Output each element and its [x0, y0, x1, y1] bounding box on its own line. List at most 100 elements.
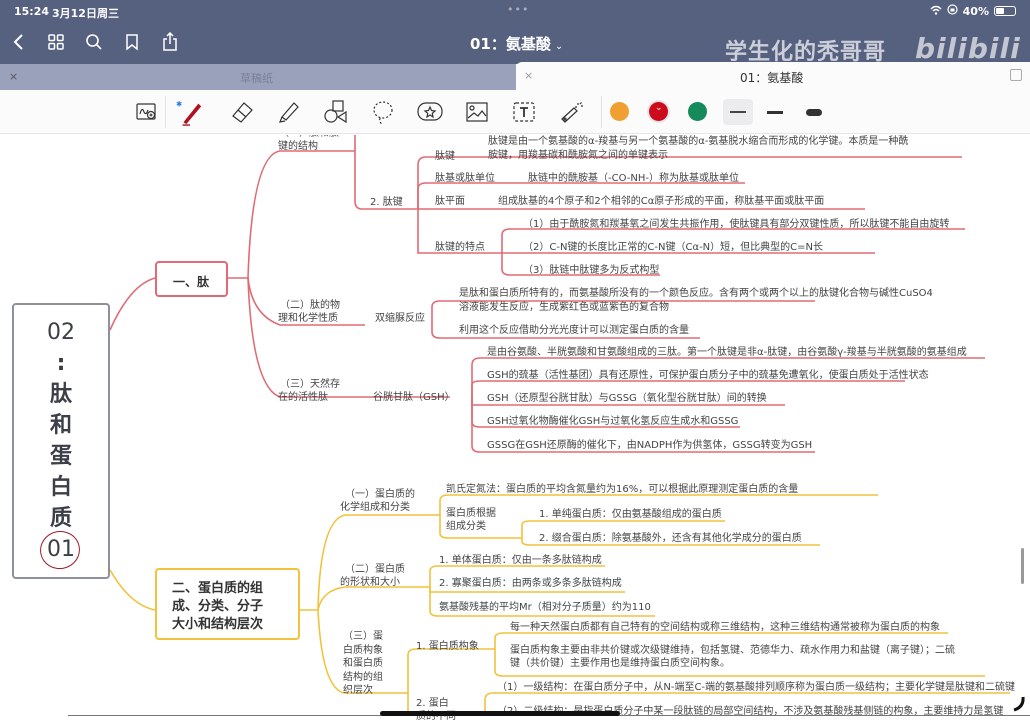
status-date: 3月12日周三: [52, 7, 119, 20]
root-char: 肽: [49, 382, 72, 407]
node-label-line: 结构的组: [343, 671, 383, 683]
node-label-line: 织层次: [343, 685, 373, 696]
node-oligomeric: 2. 寡聚蛋白质：由两条或多条多肽链构成: [439, 578, 622, 589]
stroke-weight-thin[interactable]: [723, 99, 753, 125]
node-class-simple: 1. 单纯蛋白质：仅由氨基酸组成的蛋白质: [539, 509, 722, 520]
node-biuret-text1a: 是肽和蛋白质所特有的，而氨基酸所没有的一个颜色反应。含有两个或两个以上的肽键化合…: [459, 288, 933, 299]
node-gsh-item-2: GSH的巯基（活性基团）具有还原性，可保护蛋白质分子中的巯基免遭氧化，使蛋白质处…: [487, 370, 929, 381]
node-gsh-item-4: GSH过氧化物酶催化GSH与过氧化氢反应生成水和GSSG: [487, 416, 739, 427]
mindmap-canvas[interactable]: 02 : 肽 和 蛋 白 质 01 一、肽 （一）肽和肽 键的结构 2. 肽键 …: [0, 135, 1030, 720]
shapes-tool-icon[interactable]: [322, 98, 350, 126]
close-tab-icon[interactable]: ×: [9, 70, 19, 83]
node-classify-label2: 组成分类: [446, 521, 486, 532]
node-monomeric: 1. 单体蛋白质：仅由一条多肽链构成: [439, 555, 602, 566]
status-right: 40%: [930, 4, 1016, 18]
close-tab-icon[interactable]: ×: [524, 69, 534, 82]
document-title-dropdown[interactable]: 01：氨基酸⌄: [470, 33, 563, 54]
color-swatch-green[interactable]: [688, 102, 707, 121]
color-swatch-red-selected[interactable]: [649, 102, 668, 121]
multitasking-dots-icon[interactable]: •••: [507, 3, 530, 16]
node-peptidyl-text: 肽链中的酰胺基（-CO-NH-）称为肽基或肽单位: [528, 173, 739, 184]
node-conformation-text2b: 键（共价键）主要作用也是维持蛋白质空间构象。: [510, 658, 730, 669]
node-secondary-structure: （2）二级结构：是指蛋白质分子中某一段肽链的局部空间结构，不涉及氨基酸残基侧链的…: [497, 706, 1004, 717]
node-feature-1: （1）由于酰胺氮和羰基氧之间发生共振作用，使肽键具有部分双键性质，所以肽键不能自…: [523, 219, 950, 230]
handwritten-stroke-mark: [1013, 696, 1025, 712]
node-section-protein[interactable]: 二、蛋白质的组 成、分类、分子 大小和结构层次: [155, 568, 300, 640]
node-conformation-text1: 每一种天然蛋白质都有自己特有的空间结构或称三维结构，这种三维结构通常被称为蛋白质…: [510, 622, 940, 633]
root-annotation-number: 01: [47, 537, 75, 562]
lasso-tool-icon[interactable]: [369, 98, 397, 126]
bookmark-icon[interactable]: [120, 30, 144, 54]
orientation-lock-icon: [947, 4, 958, 18]
app-navbar: 01：氨基酸⌄ 学生化的秃哥哥 bilibili: [0, 24, 1030, 65]
node-label-line: 大小和结构层次: [172, 617, 264, 632]
node-peptide-bond-def-text2: 胺键，用羧基碳和酰胺氮之间的单键表示: [488, 150, 668, 161]
sticker-tool-icon[interactable]: [416, 98, 444, 126]
node-feature-2: （2）C-N键的长度比正常的C-N键（Cα-N）短，但比典型的C=N长: [523, 242, 824, 253]
node-peptide-bond-def-label: 肽键: [435, 151, 455, 162]
vertical-scrollbar[interactable]: [1021, 548, 1024, 584]
node-section-peptide[interactable]: 一、肽: [155, 261, 228, 297]
mindmap-root-node[interactable]: 02 : 肽 和 蛋 白 质 01: [12, 303, 110, 579]
node-label-line: 白质构象: [343, 644, 383, 656]
node-class-conjugated: 2. 缀合蛋白质：除氨基酸外，还含有其他化学成分的蛋白质: [539, 533, 802, 544]
node-label-line: 成、分类、分子: [172, 599, 264, 614]
node-biuret-text2: 利用这个反应借助分光光度计可以测定蛋白质的含量: [459, 325, 689, 336]
grid-icon[interactable]: [44, 30, 68, 54]
node-biuret-label: 双缩脲反应: [375, 313, 425, 324]
back-icon[interactable]: [6, 30, 30, 54]
node-gsh-item-1: 是由谷氨酸、半胱氨酸和甘氨酸组成的三肽。第一个肽键是非α-肽键，由谷氨酸γ-羧基…: [487, 347, 967, 358]
tab-amino-acids[interactable]: × 01：氨基酸: [516, 62, 1030, 90]
node-peptidyl-label: 肽基或肽单位: [435, 173, 495, 184]
node-biuret-text1b: 溶液能发生反应，生成紫红色或蓝紫色的复合物: [459, 302, 669, 313]
text-tool-icon[interactable]: [510, 98, 538, 126]
battery-percent: 40%: [962, 4, 989, 18]
root-char: 和: [49, 413, 72, 438]
node-peptide-bond-def-text1: 肽键是由一个氨基酸的α-羧基与另一个氨基酸的α-氨基脱水缩合而形成的化学键。本质…: [488, 136, 909, 147]
root-char: 蛋: [49, 444, 72, 469]
node-peptide-features-label: 肽键的特点: [435, 242, 485, 253]
node-s2-sub1-title1: （一）蛋白质的: [345, 489, 415, 500]
node-sub1-title-top: （一）肽和肽: [279, 135, 339, 140]
document-title: 01：氨基酸: [470, 35, 551, 53]
tab-scratch-paper[interactable]: × 草稿纸: [0, 64, 516, 90]
drawing-toolbar: ✱: [0, 90, 1030, 134]
wifi-icon: [930, 5, 942, 18]
root-colon: :: [56, 351, 66, 376]
stroke-weight-thick[interactable]: [799, 99, 829, 125]
svg-text:✱: ✱: [176, 99, 182, 108]
status-time: 15:24: [14, 5, 50, 18]
node-classify-label1: 蛋白质根据: [446, 508, 496, 519]
node-label: 一、肽: [173, 275, 210, 289]
node-label-line: （三）蛋: [343, 631, 383, 642]
node-s2-sub2-title2: 的形状和大小: [340, 577, 400, 588]
color-swatch-orange[interactable]: [610, 102, 629, 121]
node-peptide-bond: 2. 肽键: [370, 197, 403, 208]
eraser-tool-icon[interactable]: [228, 98, 256, 126]
share-icon[interactable]: [158, 30, 182, 54]
zoom-window-icon[interactable]: [133, 98, 161, 126]
document-tabs: × 草稿纸 × 01：氨基酸: [0, 62, 1030, 90]
node-gsh-item-5: GSSG在GSH还原酶的催化下，由NADPH作为供氢体，GSSG转变为GSH: [487, 440, 813, 451]
root-chapter-number: 02: [47, 320, 75, 345]
node-sub2-title1: （二）肽的物: [280, 300, 340, 311]
node-feature-3: （3）肽链中肽键多为反式构型: [523, 265, 660, 276]
node-s2-sub2-title1: （二）蛋白质: [345, 564, 405, 575]
laser-pointer-icon[interactable]: [558, 98, 586, 126]
highlighter-tool-icon[interactable]: [275, 98, 303, 126]
root-char: 质: [49, 506, 72, 531]
split-view-icon[interactable]: [1010, 69, 1022, 81]
node-avg-mr: 氨基酸残基的平均Mr（相对分子质量）约为110: [439, 602, 651, 613]
horizontal-scrollbar-thumb[interactable]: [380, 711, 620, 716]
toolbar-divider: [165, 96, 166, 128]
image-tool-icon[interactable]: [463, 98, 491, 126]
stroke-weight-medium[interactable]: [760, 99, 790, 125]
pen-tool-icon[interactable]: ✱: [176, 98, 204, 126]
node-conformation-text2a: 蛋白质构象主要由非共价键或次级键维持，包括氢键、范德华力、疏水作用力和盐键（离子…: [510, 645, 955, 656]
node-gsh-item-3: GSH（还原型谷胱甘肽）与GSSG（氧化型谷胱甘肽）间的转换: [487, 393, 767, 404]
tab-label: 草稿纸: [240, 72, 273, 85]
node-sub1-title-bottom: 键的结构: [278, 141, 318, 152]
search-icon[interactable]: [82, 30, 106, 54]
battery-icon: [994, 6, 1016, 16]
node-gsh-label: 谷胱甘肽（GSH）: [373, 392, 455, 403]
